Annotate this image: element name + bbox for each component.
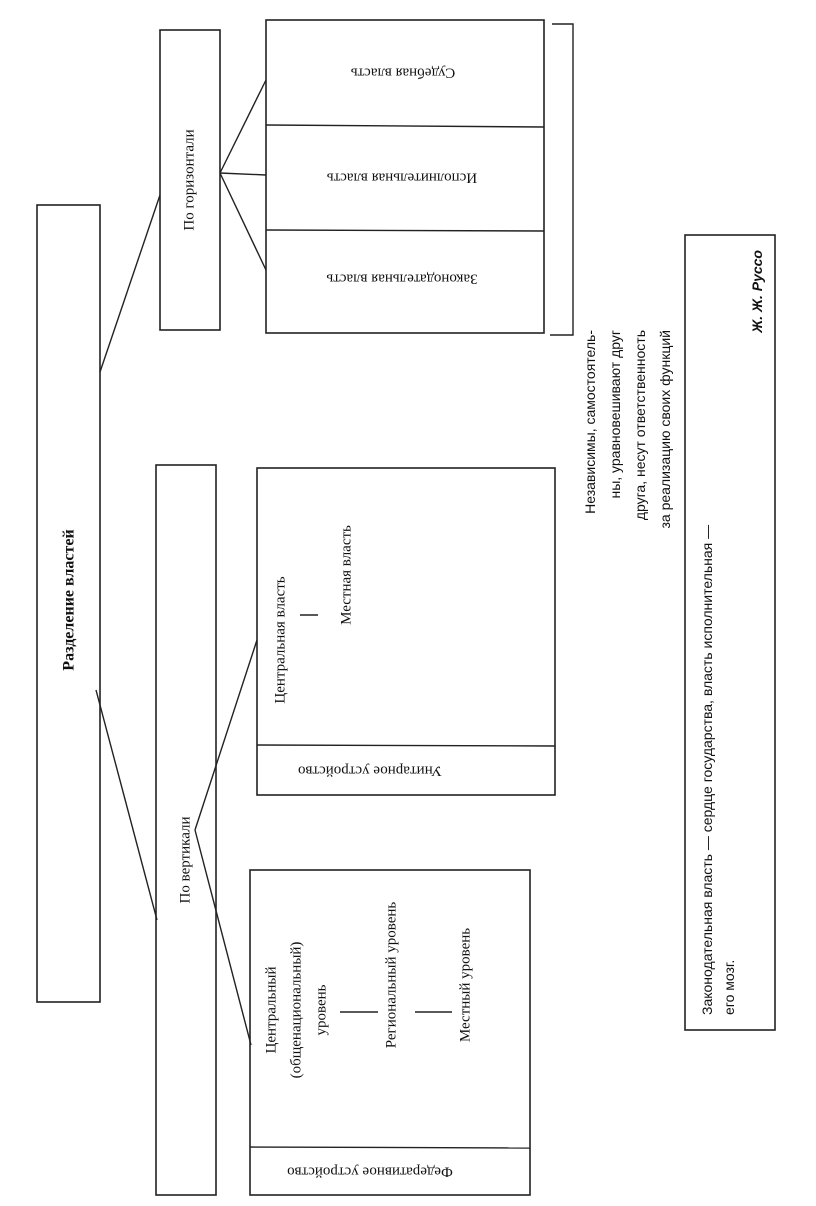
federal-central: (общенациональный)	[288, 942, 304, 1079]
connector	[194, 829, 252, 1046]
federal-central: уровень	[313, 984, 329, 1035]
horizontal-box	[159, 29, 221, 331]
branch-executive: Исполнительная власть	[327, 170, 477, 186]
connector	[95, 689, 158, 921]
root-label: Разделение властей	[61, 529, 78, 670]
federal-title: Федеративное устройство	[287, 1164, 453, 1180]
connector	[219, 172, 267, 176]
divider	[265, 124, 545, 128]
connector	[219, 79, 267, 174]
branch-legislative: Законодательная власть	[326, 271, 477, 287]
unitary-central: Центральная власть	[272, 576, 288, 703]
unitary-box	[256, 467, 556, 796]
federal-regional: Региональный уровень	[383, 902, 399, 1049]
connector	[194, 639, 258, 831]
unitary-title: Унитарное устройство	[298, 763, 442, 779]
federal-local: Местный уровень	[457, 928, 473, 1042]
bracket	[550, 23, 574, 336]
note-line: Независимы, самостоятель-	[582, 330, 598, 514]
branch-judicial: Судебная власть	[351, 65, 456, 81]
vertical-box	[155, 464, 217, 1196]
connector	[219, 172, 267, 271]
vertical-label: По вертикали	[177, 817, 193, 904]
connector	[99, 194, 161, 373]
divider	[265, 229, 545, 232]
divider	[256, 744, 556, 747]
quote-line: Законодательная власть — сердце государс…	[699, 525, 715, 1015]
quote-line: его мозг.	[721, 960, 737, 1015]
horizontal-label: По горизонтали	[181, 129, 197, 230]
quote-box	[684, 234, 776, 1031]
branches-box	[265, 19, 545, 334]
federal-central: Центральный	[263, 966, 279, 1053]
horizontal-note: Независимы, самостоятель- ны, уравновеши…	[582, 330, 673, 529]
divider	[249, 1146, 531, 1149]
quote-author: Ж. Ж. Руссо	[749, 250, 765, 334]
unitary-local: Местная власть	[338, 525, 354, 625]
note-line: друга, несут ответственность	[632, 330, 648, 520]
note-line: за реализацию своих функций	[657, 330, 673, 529]
federal-box	[249, 869, 531, 1196]
note-line: ны, уравновешивают друг	[607, 330, 623, 499]
root-box	[36, 204, 101, 1003]
